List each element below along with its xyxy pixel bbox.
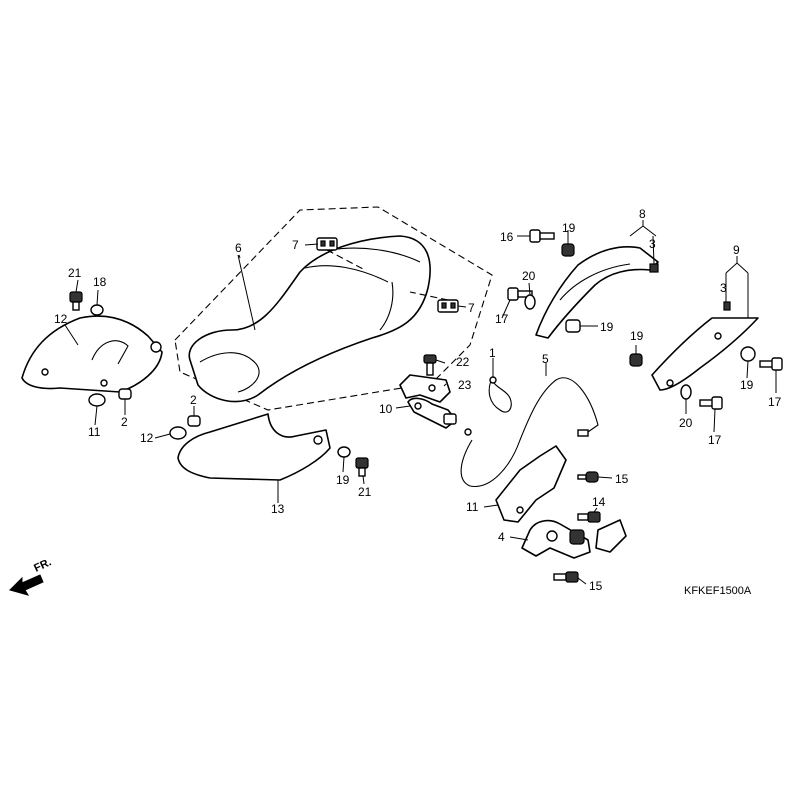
- callout-13: 12: [54, 312, 68, 326]
- callout-20-grab-right: 20: [679, 416, 693, 430]
- bolt-21-left[interactable]: [69, 291, 83, 311]
- callout-2-left: 2: [121, 415, 128, 429]
- front-indicator-label: FR.: [32, 556, 53, 574]
- callout-23: 23: [458, 378, 472, 392]
- callout-7-upper: 7: [292, 238, 299, 252]
- clip-3-right[interactable]: [723, 301, 731, 311]
- callout-2-right: 2: [190, 393, 197, 407]
- callout-21-right: 21: [358, 485, 372, 499]
- bolt-22[interactable]: [423, 354, 437, 376]
- callout-17-grab-left-bottom: 17: [495, 312, 509, 326]
- latch-part-10[interactable]: [407, 397, 457, 429]
- callout-12-right: 12: [140, 431, 154, 445]
- collar-19-grab-left-top[interactable]: [561, 243, 575, 257]
- washer-18-right[interactable]: [337, 446, 351, 458]
- bolt-15-lower[interactable]: [553, 571, 579, 583]
- callout-19-grab-left-bottom: 19: [600, 320, 614, 334]
- callout-7-lower: 7: [468, 301, 475, 315]
- cable-part-1[interactable]: [488, 377, 512, 413]
- screw-16[interactable]: [577, 471, 599, 483]
- callout-11: 11: [466, 500, 479, 514]
- side-cover-part-13[interactable]: [21, 315, 163, 393]
- side-cover-part-14[interactable]: [177, 413, 331, 481]
- callout-19-grab-right-right: 19: [740, 378, 754, 392]
- bolt-17-grab-left-bottom[interactable]: [507, 287, 533, 301]
- seat-part-6[interactable]: [188, 235, 431, 403]
- callout-18-right: 19: [336, 473, 350, 487]
- lock-bracket-part-11[interactable]: [495, 445, 567, 523]
- bolt-17-grab-right-side[interactable]: [759, 357, 783, 371]
- bolt-17-grab-right-bottom[interactable]: [699, 396, 723, 410]
- grab-rail-part-8[interactable]: [535, 246, 659, 339]
- washer-20-grab-right[interactable]: [680, 384, 692, 400]
- grab-rail-part-9[interactable]: [651, 317, 759, 391]
- callout-3-left: 3: [649, 237, 656, 251]
- seat-lock-part-4[interactable]: [521, 519, 627, 559]
- seat-cushion-edge: [199, 352, 260, 393]
- clip-3-left[interactable]: [649, 263, 659, 273]
- seat-hook-7a[interactable]: [316, 237, 338, 251]
- callout-6: 6: [235, 241, 242, 255]
- front-direction-indicator: FR.: [9, 556, 53, 596]
- front-arrow-icon: [9, 574, 44, 596]
- grommet-12-left[interactable]: [88, 393, 106, 407]
- callout-18-left: 18: [93, 275, 107, 289]
- collar-2-right[interactable]: [187, 415, 201, 427]
- grommet-12-right[interactable]: [169, 426, 187, 440]
- callout-15-lower: 15: [589, 579, 603, 593]
- callout-8: 8: [639, 207, 646, 221]
- callout-3-right: 3: [720, 281, 727, 295]
- callout-16: 15: [615, 472, 629, 486]
- callout-17-grab-left-top: 16: [500, 230, 514, 244]
- seat-top-stitching: [304, 265, 394, 331]
- callout-22: 22: [456, 355, 470, 369]
- callout-19-grab-right-left: 19: [630, 329, 644, 343]
- collar-2-left[interactable]: [118, 388, 132, 400]
- callout-5: 5: [542, 352, 549, 366]
- callout-19-grab-left-top: 19: [562, 221, 576, 235]
- callout-21-left: 21: [68, 266, 82, 280]
- side-cover-left-group: [21, 291, 163, 407]
- drawing-code: KFKEF1500A: [684, 585, 752, 597]
- callout-4: 4: [498, 530, 505, 544]
- callout-15-upper: 14: [592, 495, 606, 509]
- collar-19-grab-left-bottom[interactable]: [565, 319, 581, 333]
- seat-rear-hump: [329, 247, 421, 263]
- callout-17-grab-right-side: 17: [768, 395, 782, 409]
- washer-20-grab-left[interactable]: [524, 294, 536, 310]
- bolt-15-upper[interactable]: [577, 511, 601, 523]
- bolt-17-grab-left-top[interactable]: [529, 229, 555, 243]
- grab-rail-8-inner: [559, 263, 631, 301]
- washer-18-left[interactable]: [90, 304, 104, 316]
- bracket-part-23[interactable]: [399, 374, 451, 403]
- side-cover-right-group: [169, 413, 369, 481]
- grab-rail-left-group: [507, 229, 659, 339]
- seat-hook-7b[interactable]: [437, 299, 459, 313]
- callout-labels: 6 7 7 21 18 12 11 2 2 12 13 19 21 22 23 …: [54, 207, 782, 593]
- callout-20-grab-left: 20: [522, 269, 536, 283]
- seat-lock-cable-part-5[interactable]: [460, 377, 599, 487]
- bolt-21-right[interactable]: [355, 457, 369, 477]
- callout-12-left: 11: [88, 425, 101, 439]
- callout-10: 10: [379, 402, 393, 416]
- collar-19-grab-right-right[interactable]: [740, 346, 756, 362]
- side-cover-13-inner-notch: [91, 340, 129, 365]
- seat-lock-group: [399, 354, 627, 583]
- leader-lines: [64, 220, 777, 585]
- callout-17-grab-right-bottom: 17: [708, 433, 722, 447]
- grab-rail-right-group: [629, 301, 783, 410]
- callout-1: 1: [489, 346, 496, 360]
- collar-19-grab-right-left[interactable]: [629, 353, 643, 367]
- seat-group: [174, 206, 493, 411]
- callout-14: 13: [271, 502, 285, 516]
- callout-9: 9: [733, 243, 740, 257]
